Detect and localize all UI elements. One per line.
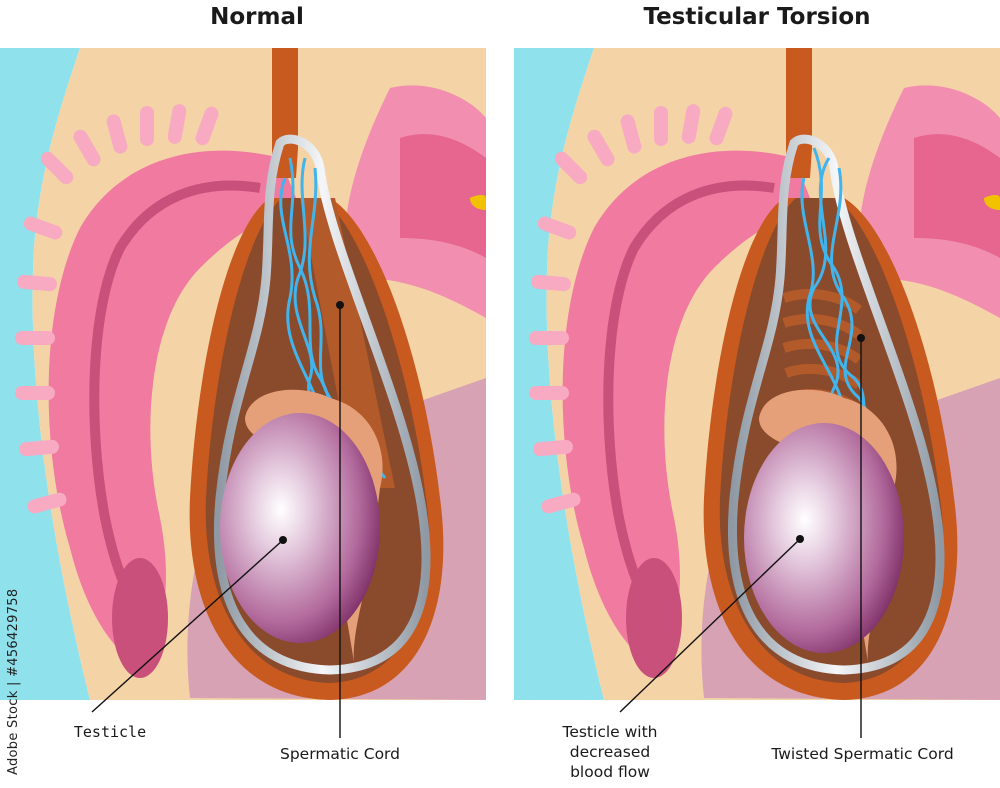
panel-normal bbox=[0, 48, 486, 700]
watermark-side-text: Adobe Stock | #456429758 bbox=[6, 545, 36, 775]
testicle-pointer-dot bbox=[279, 536, 287, 544]
label-twisted-spermatic-cord: Twisted Spermatic Cord bbox=[735, 744, 990, 764]
normal-anatomy-illustration bbox=[0, 48, 486, 700]
label-testicle-decreased: Testicle with decreased blood flow bbox=[540, 722, 680, 782]
torsion-anatomy-illustration bbox=[514, 48, 1000, 700]
cord-pointer-dot bbox=[336, 301, 344, 309]
testicle-normal bbox=[220, 413, 380, 643]
title-normal: Normal bbox=[0, 0, 514, 34]
glans bbox=[112, 558, 168, 678]
label-spermatic-cord: Spermatic Cord bbox=[255, 744, 425, 764]
panel-testicular-torsion bbox=[514, 48, 1000, 700]
testicle-torsion bbox=[744, 423, 904, 653]
title-testicular-torsion: Testicular Torsion bbox=[514, 0, 1000, 34]
label-testicle: Testicle bbox=[40, 722, 180, 742]
